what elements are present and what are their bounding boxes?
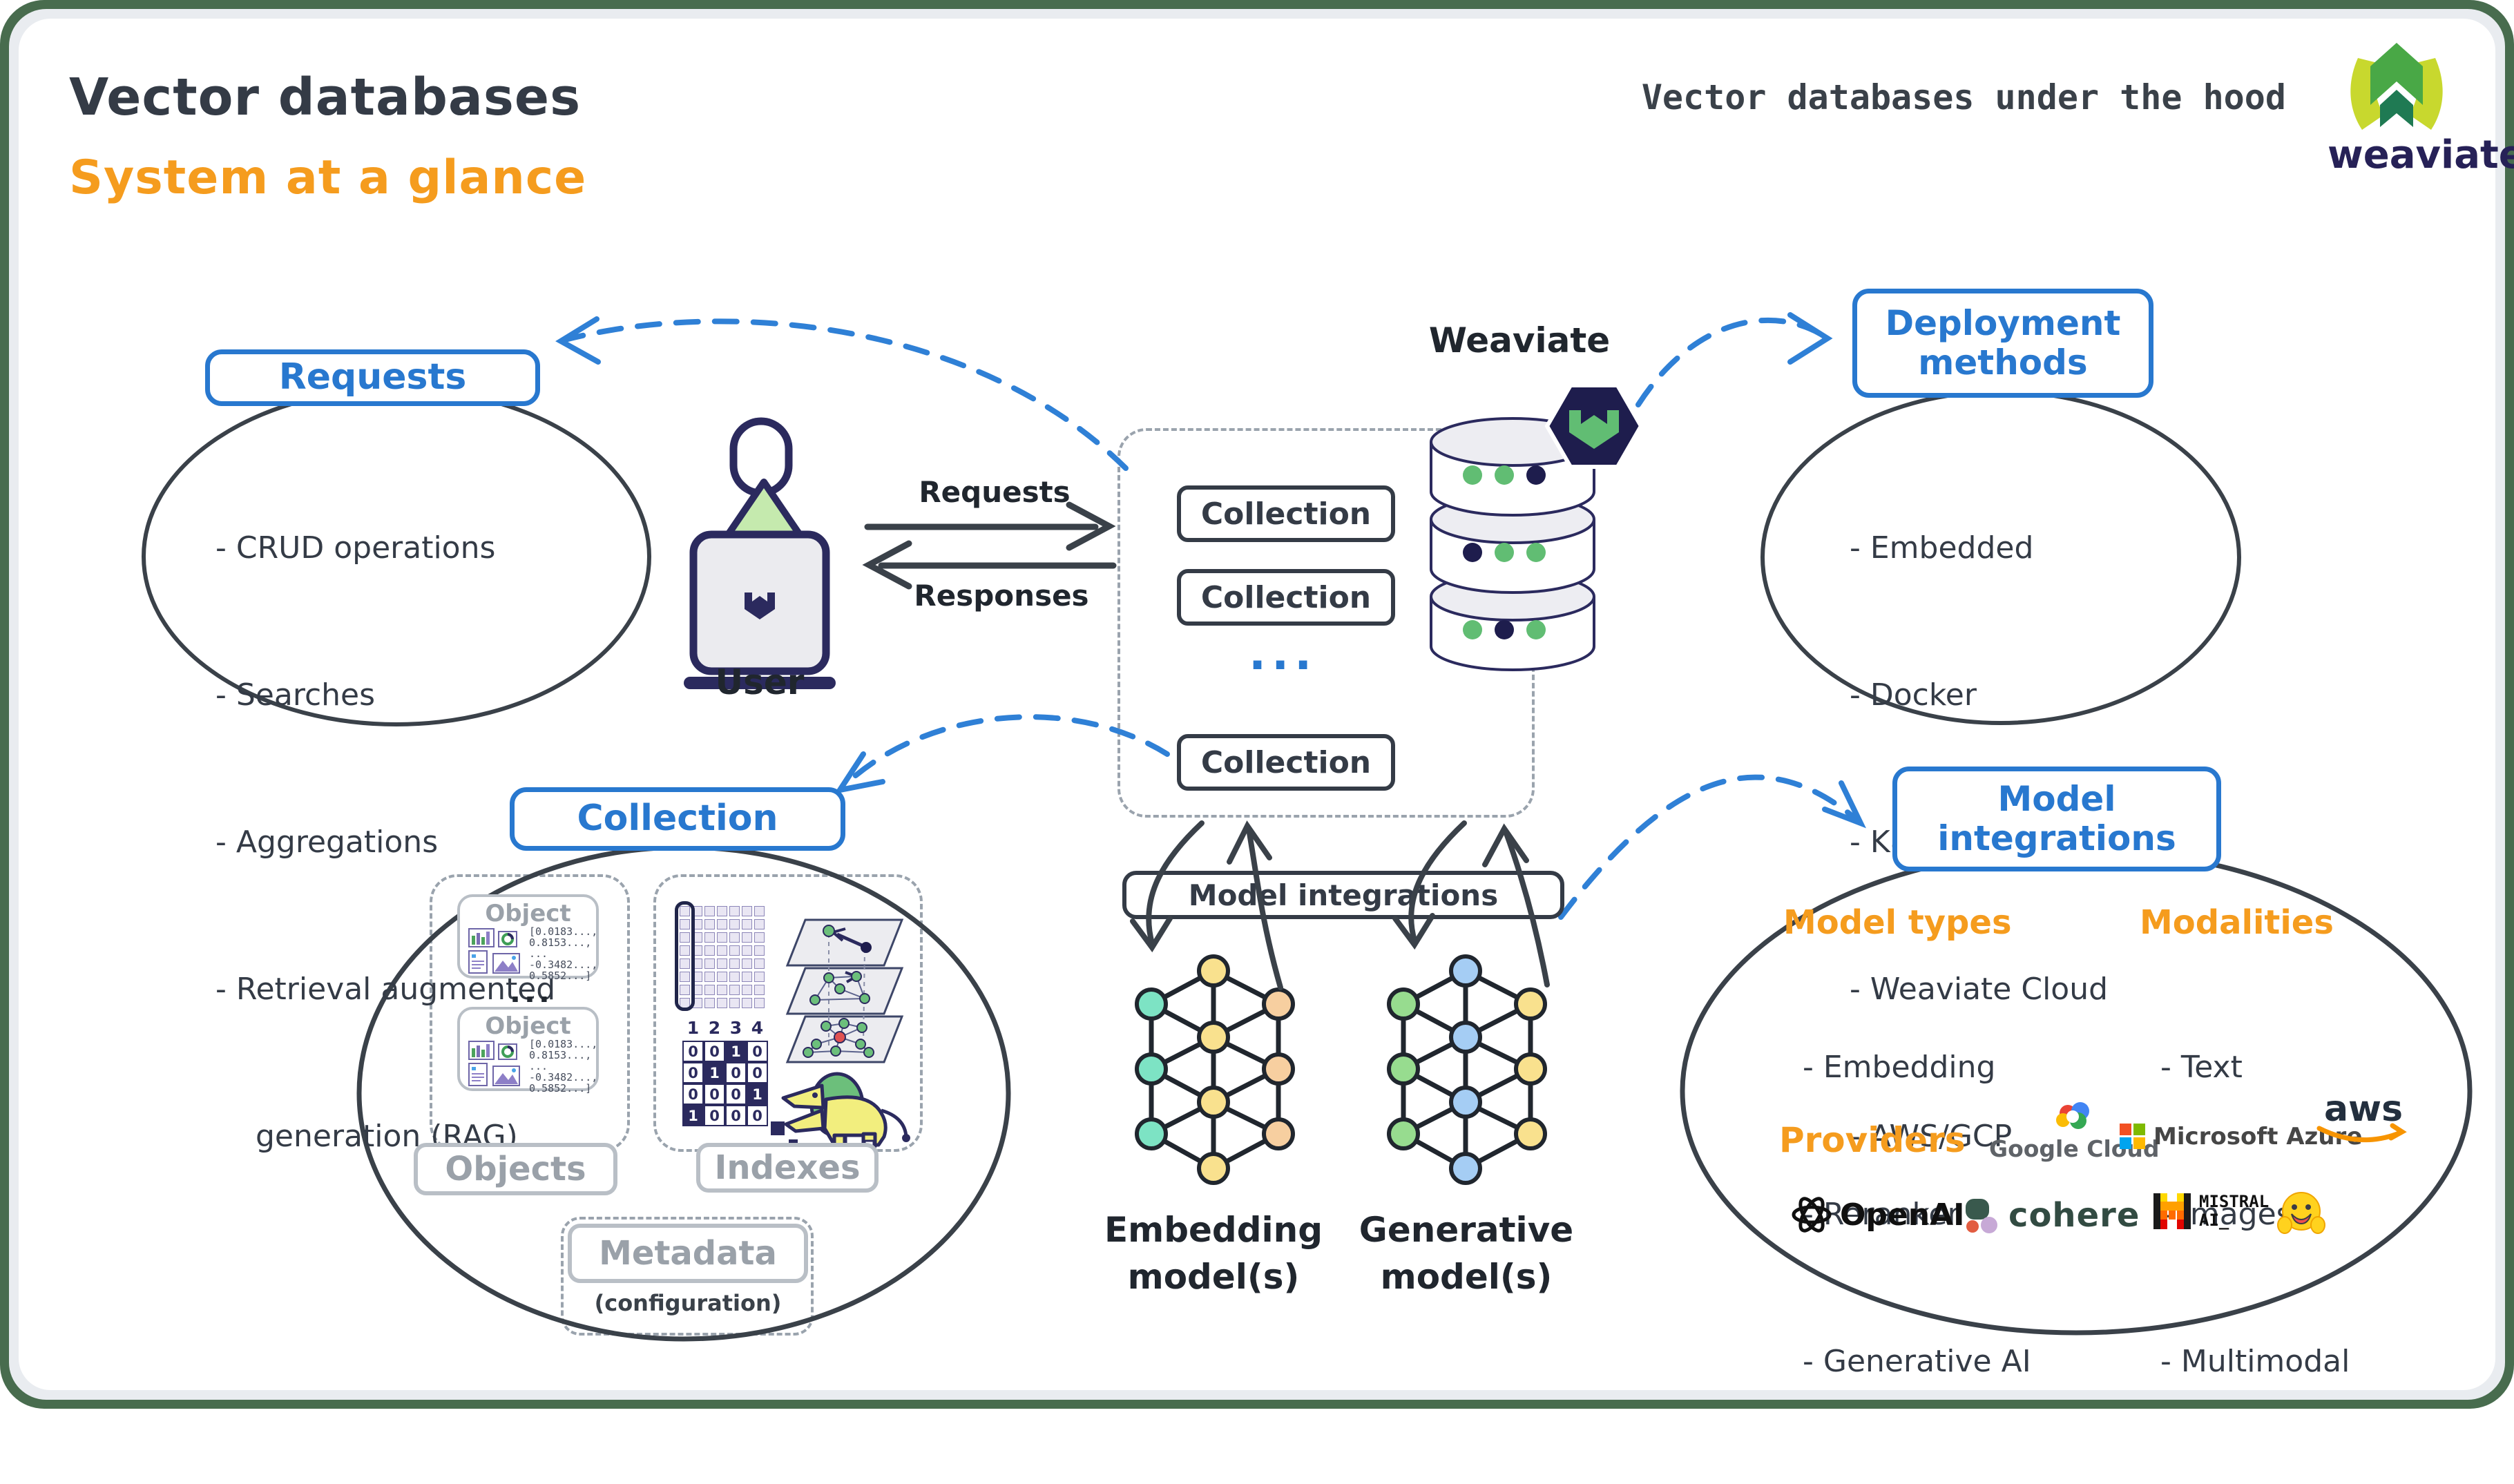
user-label: User — [715, 662, 805, 702]
mistral-wordmark: MISTRAL AI_ — [2199, 1192, 2270, 1230]
requests-arrow-label: Requests — [919, 475, 1071, 509]
requests-item: - CRUD operations — [215, 530, 496, 566]
microsoft-icon — [2120, 1124, 2145, 1149]
collection-detail-title: Collection — [510, 787, 845, 851]
collection-box-2: Collection — [1177, 569, 1395, 626]
providers-heading: Providers — [1779, 1120, 1966, 1160]
model-type-item: - Generative AI — [1803, 1344, 2031, 1379]
object-media-icons — [468, 928, 520, 974]
provider-openai: OpenAI — [1790, 1193, 1965, 1236]
modalities-heading: Modalities — [2140, 903, 2334, 942]
cohere-icon — [1966, 1199, 1997, 1233]
requests-title: Requests — [205, 349, 540, 406]
responses-arrow-label: Responses — [914, 579, 1089, 613]
provider-cohere: cohere — [1963, 1196, 2140, 1235]
integrations-title: Model integrations — [1892, 767, 2221, 871]
aws-smile-icon — [2316, 1123, 2407, 1143]
model-integrations-box: Model integrations — [1122, 871, 1564, 919]
object-card-title: Object — [485, 1012, 571, 1040]
provider-aws: aws — [2315, 1091, 2412, 1146]
generative-models-label: Generative model(s) — [1359, 1210, 1574, 1297]
metadata-label: Metadata — [568, 1224, 808, 1283]
brand-wordmark: weaviate — [2328, 133, 2514, 177]
model-types-heading: Model types — [1783, 903, 2012, 942]
requests-item: - Aggregations — [215, 825, 439, 860]
indexes-label: Indexes — [696, 1143, 879, 1193]
objects-label: Objects — [414, 1143, 617, 1195]
weaviate-label: Weaviate — [1428, 320, 1611, 360]
deployment-title: Deployment methods — [1852, 289, 2153, 398]
model-type-item: - Embedding — [1803, 1050, 1996, 1085]
google-cloud-icon — [2056, 1102, 2090, 1129]
openai-icon — [1792, 1197, 1832, 1233]
collection-box-1: Collection — [1177, 485, 1395, 542]
object-vector-values: [0.0183..., 0.8153..., ... -0.3482..., 0… — [529, 1038, 598, 1095]
vector-column-highlight — [675, 901, 695, 1011]
embedding-models-label: Embedding model(s) — [1104, 1210, 1323, 1297]
metadata-config-label: (configuration) — [594, 1290, 782, 1316]
matrix-decoration-pixel — [771, 1121, 785, 1135]
modality-item: - Multimodal — [2160, 1344, 2350, 1379]
requests-items: - CRUD operations - Searches - Aggregati… — [215, 425, 555, 1259]
objects-ellipsis: ... — [510, 975, 553, 1009]
modality-item: - Text — [2160, 1050, 2243, 1085]
slide-canvas: Vector databases System at a glance Vect… — [0, 0, 2514, 1409]
object-card-title: Object — [485, 900, 571, 927]
object-card: Object [0.0183..., 0.8153..., ... -0.348… — [457, 1007, 599, 1095]
deployment-item: - Embedded — [1850, 530, 2034, 566]
provider-hugging-face — [2276, 1189, 2326, 1237]
hugging-face-icon — [2277, 1192, 2325, 1234]
page-title: Vector databases — [69, 68, 582, 127]
object-media-icons — [468, 1041, 520, 1086]
object-card: Object [0.0183..., 0.8153..., ... -0.348… — [457, 894, 599, 982]
collection-box-3: Collection — [1177, 734, 1395, 791]
page-subtitle: System at a glance — [69, 151, 587, 205]
provider-mistral: MISTRAL AI_ — [2152, 1192, 2269, 1231]
deployment-item: - Docker — [1850, 677, 1977, 713]
requests-item: - Searches — [215, 677, 376, 713]
page-tagline: Vector databases under the hood — [1641, 77, 2286, 117]
collections-ellipsis: ... — [1249, 627, 1318, 680]
mistral-icon — [2153, 1193, 2191, 1229]
object-vector-values: [0.0183..., 0.8153..., ... -0.3482..., 0… — [529, 925, 598, 982]
